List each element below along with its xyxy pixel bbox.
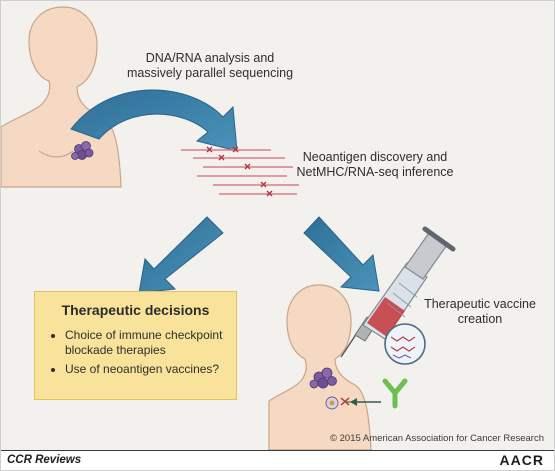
vaccine-peptides-magnifier [384, 323, 426, 365]
aacr-logo: AACR [499, 452, 544, 468]
arrow-to-vaccine-icon [303, 216, 380, 292]
step-label-sequencing: DNA/RNA analysis and massively parallel … [126, 51, 294, 80]
journal-name: CCR Reviews [7, 454, 82, 466]
tumor-cluster-top [71, 141, 94, 160]
patient-figure-top [1, 6, 122, 188]
antibody-icon [382, 378, 408, 409]
arrow-to-decisions-icon [138, 216, 224, 294]
copyright-notice: © 2015 American Association for Cancer R… [330, 433, 544, 444]
patient-figure-bottom [268, 284, 372, 450]
decisions-title: Therapeutic decisions [61, 302, 210, 318]
diagram-panel: DNA/RNA analysis and massively parallel … [1, 1, 554, 450]
list-item: Use of neoantigen vaccines? [65, 362, 224, 377]
curved-arrow-icon [70, 89, 238, 152]
diagram-illustration [1, 6, 456, 450]
footer-bar: CCR Reviews AACR [1, 450, 554, 470]
decisions-list: Choice of immune checkpoint blockade the… [47, 328, 224, 377]
tcell-interaction [325, 396, 353, 410]
list-item: Choice of immune checkpoint blockade the… [65, 328, 224, 358]
syringe-icon [340, 226, 456, 358]
antibody-arrow-icon [350, 398, 381, 406]
step-label-vaccine: Therapeutic vaccine creation [424, 297, 536, 326]
step-label-discovery: Neoantigen discovery and NetMHC/RNA-seq … [296, 150, 454, 179]
sequencing-reads [181, 149, 299, 195]
tumor-cluster-bottom [309, 367, 337, 389]
mutation-marks [206, 146, 273, 197]
therapeutic-decisions-box: Therapeutic decisions Choice of immune c… [34, 291, 237, 400]
